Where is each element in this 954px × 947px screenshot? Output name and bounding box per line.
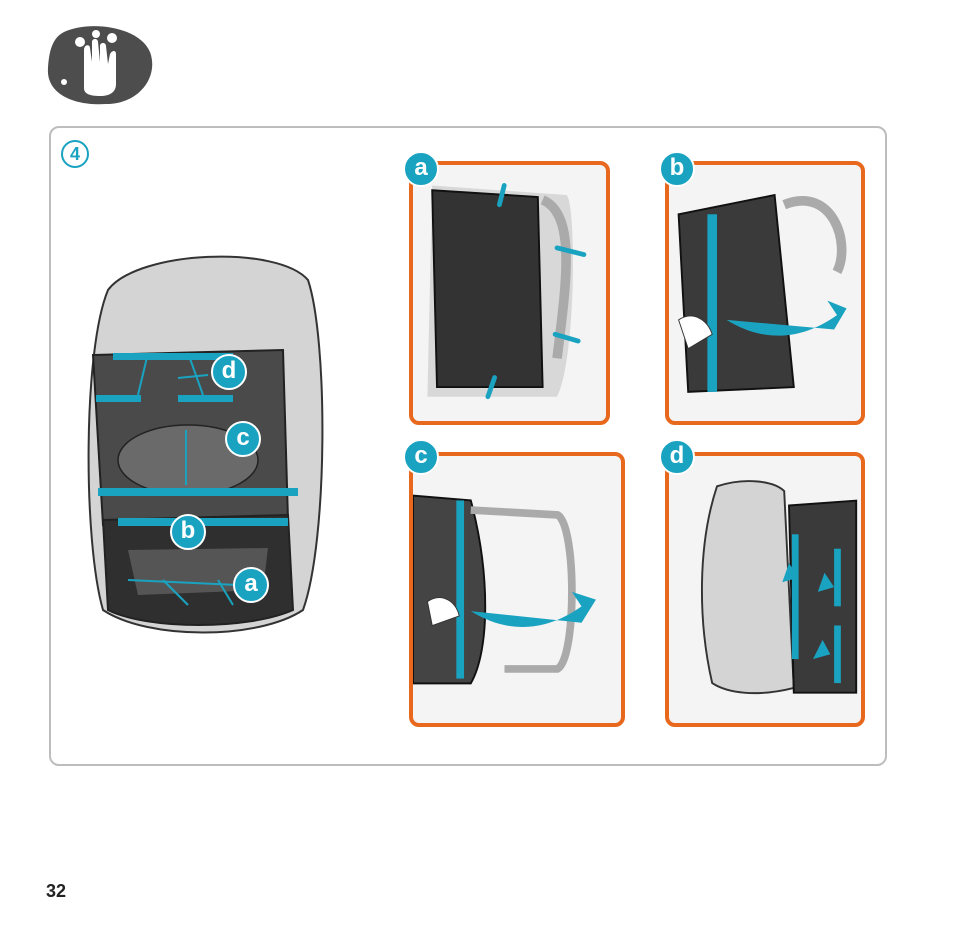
panel-a-label: a — [403, 151, 439, 187]
panel-b-label: b — [659, 151, 695, 187]
callout-a: a — [233, 567, 269, 603]
hand-icon — [44, 24, 156, 106]
panel-b — [665, 161, 865, 425]
panel-a-illustration — [413, 165, 606, 421]
panel-c-label: c — [403, 439, 439, 475]
step-number: 4 — [61, 140, 89, 168]
panel-c-illustration — [413, 456, 621, 723]
seat-overview-illustration — [78, 250, 328, 640]
panel-b-illustration — [669, 165, 861, 421]
panel-d-illustration — [669, 456, 861, 723]
callout-b: b — [170, 514, 206, 550]
callout-d: d — [211, 354, 247, 390]
panel-c — [409, 452, 625, 727]
panel-d-label: d — [659, 439, 695, 475]
page-number: 32 — [46, 881, 66, 902]
callout-c: c — [225, 421, 261, 457]
panel-d — [665, 452, 865, 727]
panel-a — [409, 161, 610, 425]
